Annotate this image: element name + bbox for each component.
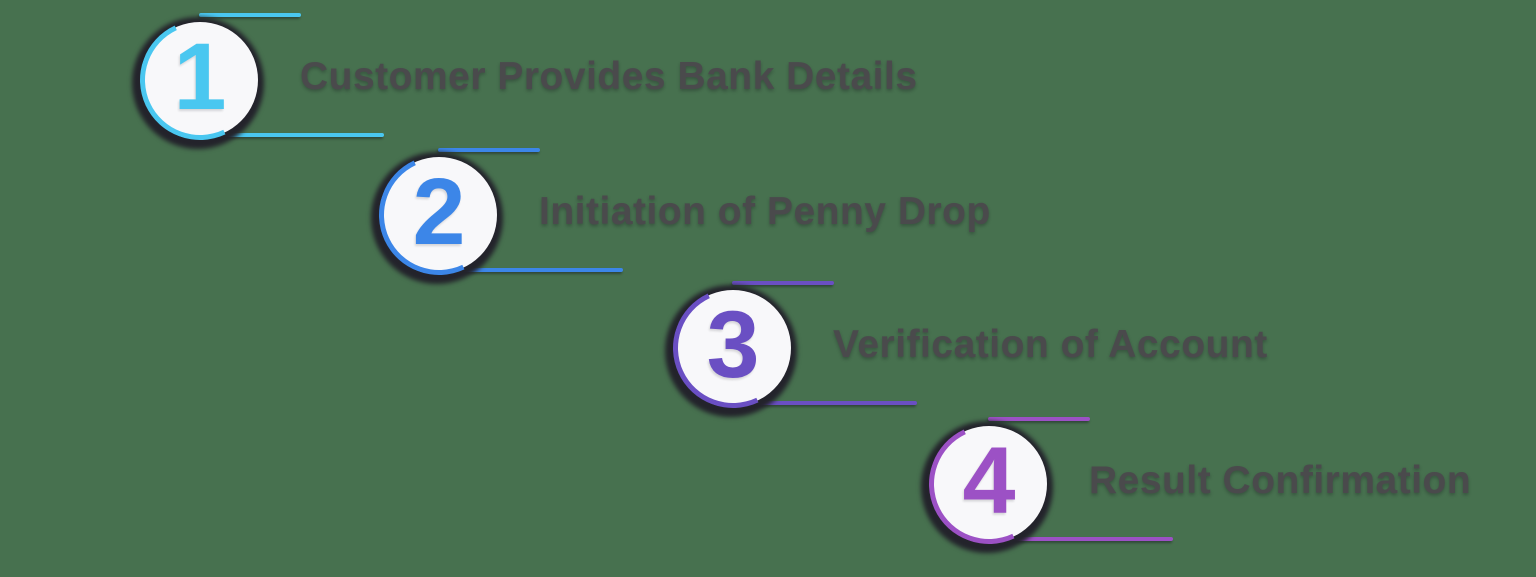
step-number: 4 [962, 427, 1016, 534]
step-connector-line-bottom [215, 133, 384, 137]
step-label: Initiation of Penny Drop [539, 190, 991, 233]
step-number: 3 [706, 291, 760, 398]
step-label: Result Confirmation [1089, 459, 1472, 502]
step-connector-line-top [732, 281, 834, 285]
step-connector-line-top [988, 417, 1090, 421]
step-number: 2 [412, 158, 466, 265]
step-connector-line-bottom [1004, 537, 1173, 541]
step-label: Customer Provides Bank Details [300, 55, 918, 98]
step-connector-line-bottom [748, 401, 917, 405]
step-4: 4 Result Confirmation [921, 417, 1471, 553]
step-number: 1 [173, 23, 227, 130]
step-connector-line-top [438, 148, 540, 152]
step-circle: 4 [931, 426, 1047, 542]
step-circle: 3 [675, 290, 791, 406]
step-circle: 2 [381, 157, 497, 273]
step-connector-line-bottom [454, 268, 623, 272]
step-3: 3 Verification of Account [665, 281, 1267, 417]
step-connector-line-top [199, 13, 301, 17]
step-label: Verification of Account [833, 323, 1268, 366]
step-1: 1 Customer Provides Bank Details [132, 13, 917, 149]
step-2: 2 Initiation of Penny Drop [371, 148, 990, 284]
step-circle: 1 [142, 22, 258, 138]
